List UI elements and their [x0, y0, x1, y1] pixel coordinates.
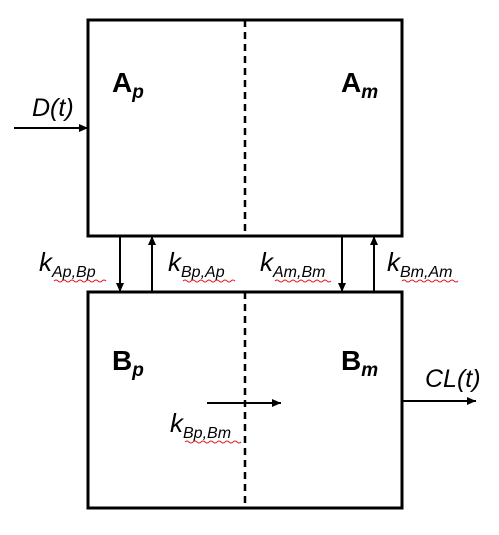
rate-ap-bp: kAp,Bp: [39, 247, 96, 281]
spell-underline: [184, 440, 242, 444]
spell-underline: [401, 279, 459, 283]
spell-underline: [182, 279, 236, 283]
label-ap: Ap: [112, 67, 144, 103]
rate-am-bm: kAm,Bm: [260, 247, 325, 281]
label-bp: Bp: [112, 345, 144, 381]
rate-bm-am: kBm,Am: [387, 247, 452, 281]
label-am: Am: [341, 67, 378, 103]
spell-underline: [274, 279, 332, 283]
output-label: CL(t): [425, 365, 481, 393]
input-label: D(t): [32, 94, 74, 122]
spell-underline: [53, 279, 107, 283]
rate-bp-ap: kBp,Ap: [168, 247, 225, 281]
label-bm: Bm: [341, 345, 378, 381]
rate-bp-bm: kBp,Bm: [170, 408, 231, 442]
